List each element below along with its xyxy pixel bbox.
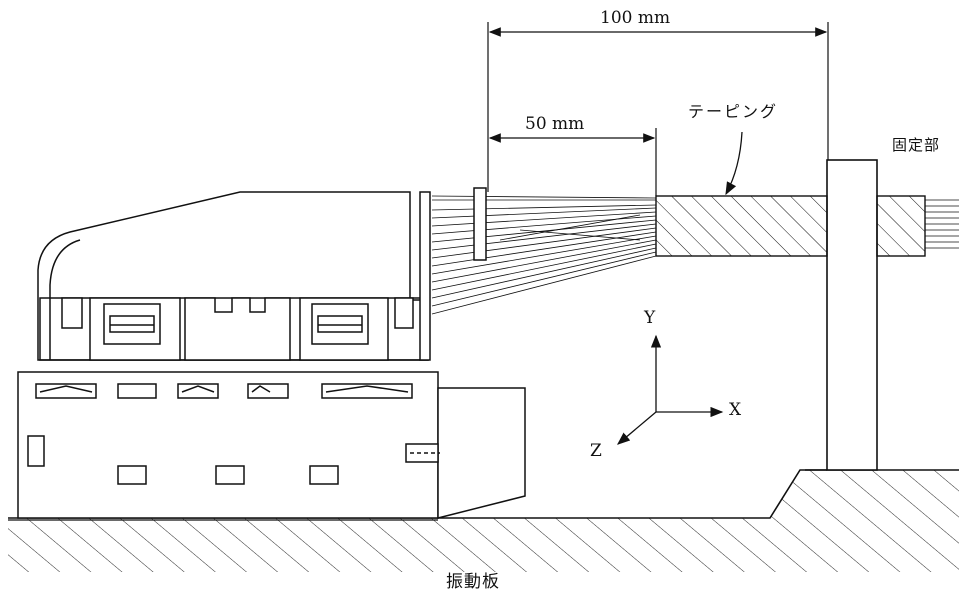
wire-exit: [925, 199, 959, 249]
axis-z-label: Z: [590, 441, 602, 461]
coordinate-axes: [617, 334, 724, 445]
axis-z-arrow: [617, 411, 657, 445]
connector-upper-housing: [37, 187, 487, 361]
taping-leader: [725, 131, 743, 196]
dimension-50mm: [488, 128, 657, 196]
dimension-50mm-label: 50 mm: [525, 114, 585, 134]
axis-x-label: X: [729, 400, 742, 420]
taping-section: [655, 195, 926, 257]
dimension-100mm-label: 100 mm: [600, 8, 671, 28]
vibration-plate-label: 振動板: [446, 572, 500, 592]
fixing-post: [805, 159, 878, 471]
connector-lower-housing: [8, 371, 526, 521]
fixing-part-label: 固定部: [892, 136, 941, 154]
axis-y-label: Y: [644, 308, 656, 328]
taping-label: テーピング: [688, 102, 779, 121]
wire-bundle: [431, 195, 657, 315]
dimension-100mm: [487, 22, 829, 192]
